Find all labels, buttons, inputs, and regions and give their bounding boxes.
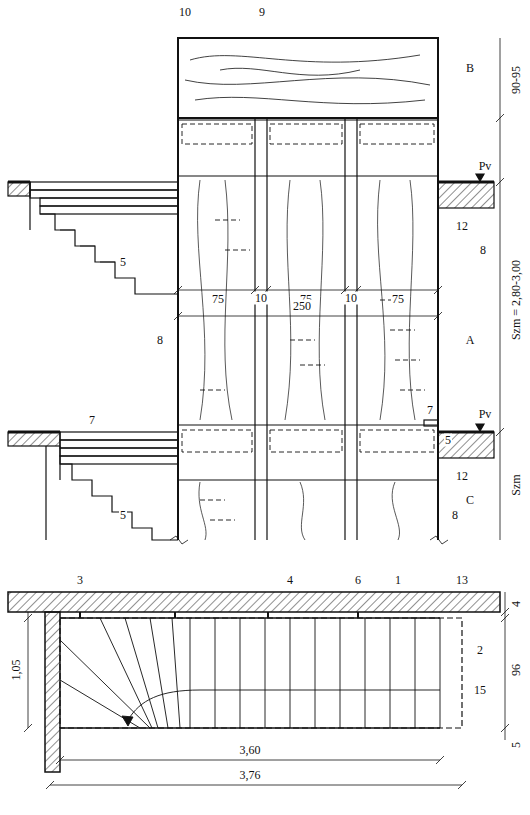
callout-number: 2 bbox=[476, 644, 484, 657]
dimension-label: 90-95 bbox=[510, 65, 523, 95]
callout-number: 12 bbox=[455, 470, 469, 483]
callout-number: 7 bbox=[88, 414, 96, 427]
callout-number: 7 bbox=[426, 404, 434, 417]
callout-number: 13 bbox=[455, 574, 469, 587]
callout-number: 10 bbox=[178, 6, 192, 19]
dimension-label: Szm = 2,80-3,00 bbox=[510, 259, 523, 341]
callout-number: 3,76 bbox=[239, 769, 262, 782]
dimension-label: 5 bbox=[510, 741, 523, 749]
callout-number: 75 bbox=[391, 293, 405, 306]
callout-number: 3,60 bbox=[239, 744, 262, 757]
callout-number: 5 bbox=[444, 434, 452, 447]
callout-number: Pv bbox=[478, 160, 493, 173]
callout-number: 4 bbox=[286, 574, 294, 587]
callout-number: 15 bbox=[473, 684, 487, 697]
callout-number: 8 bbox=[479, 244, 487, 257]
callout-number: Pv bbox=[478, 408, 493, 421]
callout-number: 8 bbox=[451, 509, 459, 522]
callout-number: 10 bbox=[344, 292, 358, 305]
callout-number: 9 bbox=[258, 6, 266, 19]
callout-number: C bbox=[465, 494, 475, 507]
callout-number: 1 bbox=[394, 574, 402, 587]
callout-number: 250 bbox=[292, 300, 312, 313]
callout-number: 8 bbox=[156, 334, 164, 347]
callout-number: 3 bbox=[76, 574, 84, 587]
callout-number: 5 bbox=[119, 509, 127, 522]
callout-number: B bbox=[465, 62, 475, 75]
callout-number: 10 bbox=[254, 292, 268, 305]
dimension-label: Szm bbox=[510, 473, 523, 496]
callout-number: 6 bbox=[354, 574, 362, 587]
dimension-label: 4 bbox=[510, 600, 523, 608]
callout-number: A bbox=[465, 334, 476, 347]
callout-number: 5 bbox=[119, 256, 127, 269]
dimension-label: 1,05 bbox=[10, 659, 23, 682]
callout-number: 75 bbox=[211, 293, 225, 306]
dimension-label: 96 bbox=[510, 663, 523, 677]
callout-number: 12 bbox=[455, 220, 469, 233]
